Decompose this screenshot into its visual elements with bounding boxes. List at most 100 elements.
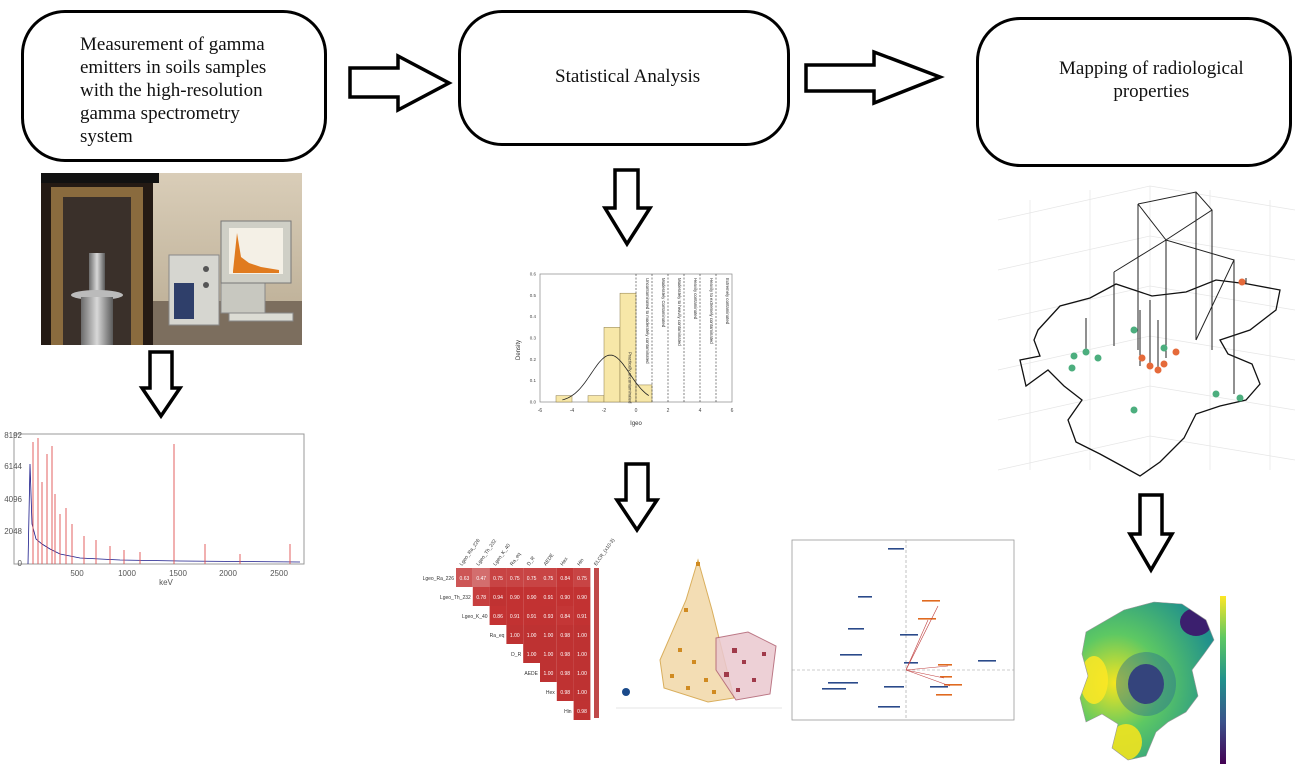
corr-cell xyxy=(573,701,591,720)
corr-cell xyxy=(573,568,591,587)
corr-cell-value: 1.00 xyxy=(577,671,587,677)
corr-cell-value: 0.98 xyxy=(560,690,570,696)
corr-column-label: Ra_eq xyxy=(509,551,522,567)
histogram-bar xyxy=(603,327,621,403)
corr-cell-value: 1.00 xyxy=(544,671,554,677)
variable-biplot xyxy=(788,536,1018,724)
histogram-y-tick: 0.4 xyxy=(530,314,537,319)
corr-cell-value: 0.91 xyxy=(544,595,554,601)
histogram-x-tick: -4 xyxy=(570,408,575,414)
spectrum-x-label: keV xyxy=(159,578,173,587)
corr-cell xyxy=(489,606,507,625)
corr-cell-value: 0.84 xyxy=(560,614,570,620)
spectrum-x-tick: 500 xyxy=(70,569,84,578)
3d-sampling-map xyxy=(990,180,1300,477)
corr-cell-value: 0.75 xyxy=(493,576,503,582)
corr-cell xyxy=(540,663,557,682)
corr-cell xyxy=(506,587,524,606)
contamination-class-label: Practically uncontaminated xyxy=(627,352,632,404)
corr-row-label: Ra_eq xyxy=(490,633,505,639)
corr-row-label: Lgeo_Th_232 xyxy=(440,595,471,601)
corr-cell xyxy=(523,625,540,644)
corr-cell xyxy=(523,568,540,587)
corr-column-label: D_R xyxy=(526,555,537,567)
corr-cell xyxy=(556,663,574,682)
histogram-x-tick: -6 xyxy=(538,408,543,414)
step-label-statistical-analysis: Statistical Analysis xyxy=(555,66,701,87)
corr-cell-value: 0.78 xyxy=(476,595,486,601)
histogram-bar xyxy=(555,395,573,403)
corr-cell-value: 0.63 xyxy=(460,576,470,582)
corr-cell-value: 0.90 xyxy=(527,595,537,601)
corr-cell xyxy=(540,644,557,663)
histogram-x-tick: -2 xyxy=(602,408,607,414)
corr-row-label: Lgeo_K_40 xyxy=(462,614,488,620)
corr-cell xyxy=(573,606,591,625)
spectrum-x-tick: 2500 xyxy=(270,569,288,578)
corr-cell-value: 0.84 xyxy=(560,576,570,582)
corr-cell xyxy=(573,587,591,606)
corr-cell-value: 0.75 xyxy=(510,576,520,582)
spectrum-y-tick: 6144 xyxy=(4,462,22,471)
corr-cell-value: 0.75 xyxy=(527,576,537,582)
corr-row-label: Hin xyxy=(564,709,572,715)
corr-cell-value: 1.00 xyxy=(527,652,537,658)
corr-cell-value: 0.91 xyxy=(527,614,537,620)
corr-cell xyxy=(472,587,490,606)
spectrum-x-tick: 1500 xyxy=(169,569,187,578)
corr-cell-value: 1.00 xyxy=(544,652,554,658)
corr-cell-value: 0.94 xyxy=(493,595,503,601)
histogram-x-tick: 4 xyxy=(699,408,702,414)
corr-cell-value: 0.47 xyxy=(476,576,486,582)
spectrum-y-tick: 4096 xyxy=(4,495,22,504)
spectrum-y-tick: 0 xyxy=(18,559,23,568)
corr-cell-value: 1.00 xyxy=(577,690,587,696)
corr-row-label: Hex xyxy=(546,690,555,696)
corr-cell xyxy=(506,606,524,625)
corr-cell xyxy=(573,644,591,663)
cluster-hull-plot xyxy=(612,548,786,724)
histogram-x-tick: 2 xyxy=(667,408,670,414)
contamination-class-label: Moderately Contaminated xyxy=(661,278,666,328)
corr-cell-value: 1.00 xyxy=(527,633,537,639)
arrow-down-2 xyxy=(613,462,661,534)
corr-cell-value: 1.00 xyxy=(510,633,520,639)
corr-legend-bar xyxy=(594,568,599,718)
step-label-mapping: Mapping of radiological properties xyxy=(1059,58,1244,102)
spectrum-y-tick: 8192 xyxy=(4,431,22,440)
contamination-class-label: Extremely contaminated xyxy=(725,278,730,325)
histogram-y-label: Density xyxy=(516,340,522,360)
corr-cell xyxy=(540,625,557,644)
spectrum-x-tick: 1000 xyxy=(118,569,136,578)
corr-cell-value: 0.98 xyxy=(560,671,570,677)
corr-cell xyxy=(540,606,557,625)
corr-cell xyxy=(573,625,591,644)
corr-cell xyxy=(489,587,507,606)
histogram-y-tick: 0.6 xyxy=(530,272,537,277)
step-box-statistical-analysis: Statistical Analysis xyxy=(458,10,790,146)
arrow-down-1 xyxy=(601,168,654,248)
corr-row-label: AEDE xyxy=(524,671,538,677)
arrow-down-3 xyxy=(138,350,184,420)
step-box-measurement: Measurement of gamma emitters in soils s… xyxy=(21,10,327,162)
corr-cell-value: 1.00 xyxy=(577,633,587,639)
corr-cell-value: 0.91 xyxy=(577,614,587,620)
corr-cell xyxy=(456,568,473,587)
contamination-class-label: Heavily to extremely contaminated xyxy=(709,278,714,344)
corr-cell xyxy=(523,606,540,625)
corr-cell xyxy=(556,644,574,663)
arrow-right-1 xyxy=(348,53,453,113)
histogram-y-tick: 0.3 xyxy=(530,336,537,341)
corr-cell-value: 0.90 xyxy=(560,595,570,601)
interpolated-heatmap xyxy=(1064,592,1234,774)
corr-cell xyxy=(489,568,507,587)
histogram-x-tick: 6 xyxy=(731,408,734,414)
corr-cell xyxy=(540,587,557,606)
histogram-y-tick: 0.1 xyxy=(530,378,537,383)
corr-cell-value: 0.90 xyxy=(577,595,587,601)
corr-cell-value: 1.00 xyxy=(544,633,554,639)
corr-cell-value: 0.98 xyxy=(560,633,570,639)
corr-column-label: AEDE xyxy=(543,552,556,567)
corr-cell-value: 0.98 xyxy=(560,652,570,658)
